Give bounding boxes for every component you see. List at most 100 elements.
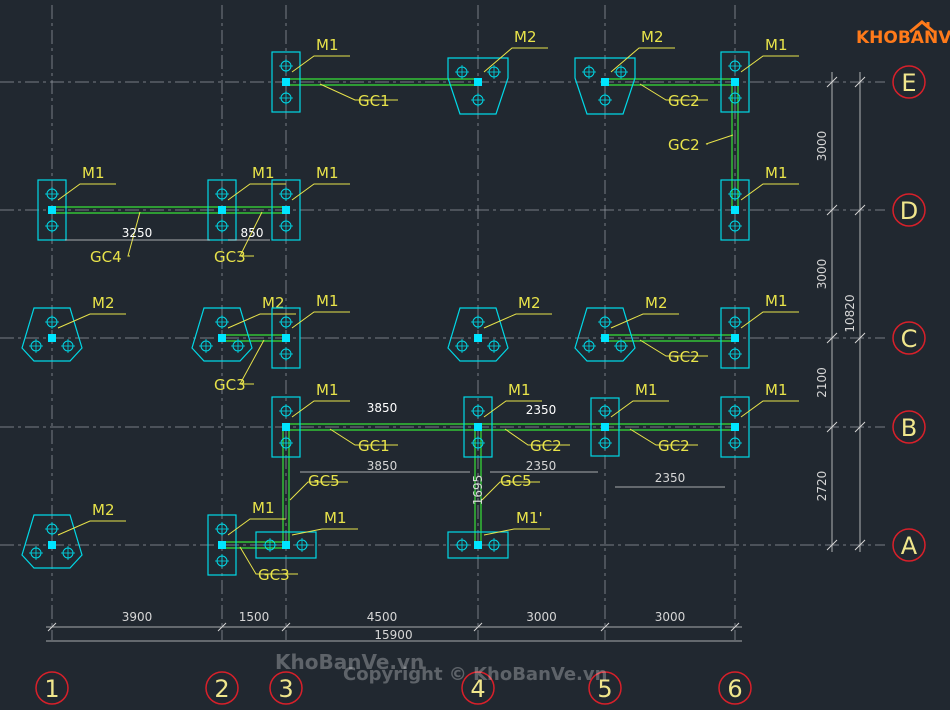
dimension-tick	[854, 76, 866, 88]
footing-outline	[720, 51, 750, 113]
footing-label: M1	[508, 381, 531, 399]
column-core	[474, 423, 482, 431]
footing-leader	[740, 55, 799, 73]
beam-leader	[629, 428, 698, 446]
grid-bubble-label: C	[901, 325, 918, 353]
footing-label: M1'	[516, 509, 543, 527]
beam-leader	[239, 546, 298, 575]
beam-label: GC5	[308, 472, 340, 490]
column-core	[282, 423, 290, 431]
beam-leader	[329, 428, 398, 446]
footing-m2-5E: M2	[574, 28, 675, 115]
footing-label: M1	[252, 499, 275, 517]
footing-label: M1	[765, 36, 788, 54]
dimension-tick	[281, 622, 291, 632]
dimension-tick	[826, 421, 838, 433]
footing-outline	[574, 57, 636, 115]
grid-bubble-row-E	[892, 65, 926, 99]
footing-leader	[57, 520, 126, 536]
footing-outline	[37, 179, 67, 241]
grid-bubble-row-D	[892, 193, 926, 227]
beam-label: GC2	[658, 437, 690, 455]
beam-leader	[639, 83, 708, 101]
column-core	[48, 541, 56, 549]
beam-label: GC3	[214, 248, 246, 266]
footing-leader	[740, 311, 799, 329]
dimension-tick	[826, 539, 838, 551]
grid-bubble-label: 4	[470, 675, 485, 703]
beam-leader	[705, 134, 734, 145]
beam-4: GC3	[214, 206, 286, 266]
footing-label: M1	[316, 292, 339, 310]
footing-label: M2	[641, 28, 664, 46]
footing-outline	[207, 179, 237, 241]
dimension-tick	[854, 332, 866, 344]
beam-label: GC3	[258, 566, 290, 584]
beam-label: GC2	[668, 92, 700, 110]
footing-m1-3A: M1	[255, 509, 358, 559]
beam-label: GC2	[530, 437, 562, 455]
footing-leader	[610, 313, 679, 329]
beam-leader	[481, 481, 540, 501]
dimension-text-right: 3000	[815, 259, 829, 290]
beam-1: GC2	[605, 78, 735, 110]
column-core	[601, 334, 609, 342]
grid-bubble-label: 6	[727, 675, 742, 703]
beam-6: GC2	[605, 334, 735, 366]
footing-leader	[57, 183, 116, 201]
footing-label: M2	[518, 294, 541, 312]
footing-outline	[447, 57, 509, 115]
column-core	[282, 541, 290, 549]
footing-m1-1D: M1	[37, 164, 116, 241]
beam-label: GC4	[90, 248, 122, 266]
footing-leader	[740, 183, 799, 201]
footing-leader	[291, 528, 358, 536]
footing-label: M1	[765, 164, 788, 182]
footing-m1p-4A: M1'	[447, 509, 550, 559]
grid-bubble-label: A	[901, 532, 918, 560]
house-roof-icon	[909, 20, 935, 34]
grid-bubble-col-4	[461, 671, 495, 705]
footing-leader	[227, 518, 286, 536]
footing-label: M1	[316, 381, 339, 399]
footing-outline	[21, 514, 83, 569]
footing-outline	[720, 396, 750, 458]
dimension-tick	[854, 421, 866, 433]
beam-label: GC2	[668, 136, 700, 154]
footing-m2-1A: M2	[21, 501, 126, 569]
dimension-text-inner: 2350	[655, 471, 686, 485]
dimension-tick	[854, 204, 866, 216]
beam-label: GC1	[358, 437, 390, 455]
footing-leader	[483, 313, 552, 329]
dimension-tick	[730, 622, 740, 632]
footing-m1-6E: M1	[720, 36, 799, 113]
footing-leader	[227, 313, 296, 329]
dimension-tick	[854, 539, 866, 551]
dimension-tick	[826, 204, 838, 216]
dimension-text-bottom: 3900	[122, 610, 153, 624]
footing-outline	[207, 514, 237, 576]
column-core	[731, 334, 739, 342]
footing-leader	[483, 47, 548, 73]
footing-outline	[447, 531, 509, 559]
beam-7: GC1	[286, 423, 478, 455]
beam-9: GC2	[605, 423, 735, 455]
grid-bubble-row-C	[892, 321, 926, 355]
column-core	[474, 78, 482, 86]
dimension-text-right: 2720	[815, 471, 829, 502]
dimension-tick	[826, 332, 838, 344]
beam-8: GC2	[478, 423, 605, 455]
beam-leader	[319, 83, 398, 101]
grid-bubble-label: E	[901, 69, 916, 97]
footing-label: M1	[82, 164, 105, 182]
footing-outline	[590, 397, 620, 457]
footing-outline	[271, 179, 301, 241]
column-core	[48, 206, 56, 214]
beam-label: GC2	[668, 348, 700, 366]
footing-leader	[483, 528, 550, 536]
